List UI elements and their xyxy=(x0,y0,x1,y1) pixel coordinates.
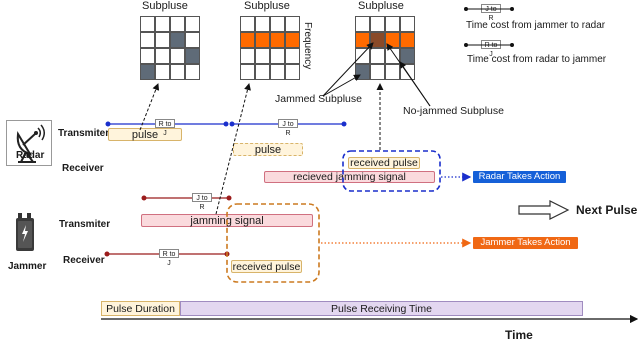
arrow-nojam-b xyxy=(399,61,431,107)
radar-received-jamming-box: recieved jamming signal xyxy=(264,171,435,183)
grid-1-cell xyxy=(140,48,155,64)
legend-j-to-r-desc: Time cost from jammer to radar xyxy=(466,20,606,31)
grid-1-svg xyxy=(140,16,200,80)
grid-1-cell xyxy=(140,64,155,80)
radar-highlight-box xyxy=(342,150,441,192)
arrow-jammed-a xyxy=(322,42,374,97)
grid-1-cell xyxy=(155,32,170,48)
grid-2-cell xyxy=(285,16,300,32)
radar-icon xyxy=(6,120,52,166)
grid-1-cell xyxy=(155,48,170,64)
next-pulse-label: Next Pulse xyxy=(576,203,638,217)
grid-2-svg xyxy=(240,16,300,80)
grid-1-cell xyxy=(155,64,170,80)
radar-takes-action-box[interactable]: Radar Takes Action xyxy=(473,171,566,183)
jammer-transmitter-label: Transmiter xyxy=(59,219,111,230)
radar-pulse-echo-box: pulse xyxy=(233,143,303,156)
grid-3-cell xyxy=(370,16,385,32)
grid-1 xyxy=(140,16,200,80)
jammer-j-to-r-tag: J to R xyxy=(192,193,212,211)
grid-1-cell xyxy=(140,16,155,32)
jammer-highlight-box xyxy=(226,203,320,283)
grid-3-cell xyxy=(355,16,370,32)
legend-lines xyxy=(464,7,514,47)
grid-2-cell xyxy=(255,16,270,32)
grid-2-cell xyxy=(240,16,255,32)
time-axis-label: Time xyxy=(505,328,533,342)
radar-receiver-label: Receiver xyxy=(62,163,104,174)
no-jammed-subpulse-label: No-jammed Subpluse xyxy=(403,105,504,117)
grid-1-cell xyxy=(155,16,170,32)
grid-2 xyxy=(240,16,300,80)
legend-r-to-j-desc: Time cost from radar to jammer xyxy=(467,54,607,65)
grid-2-cell xyxy=(270,48,285,64)
grid-1-cell xyxy=(170,32,185,48)
pulse-duration-bar: Pulse Duration xyxy=(101,301,180,316)
grid-1-cell xyxy=(170,64,185,80)
grid-3-cell xyxy=(370,64,385,80)
grid-2-cell xyxy=(240,32,255,48)
grid-3 xyxy=(355,16,415,80)
radar-transmitter-label: Transmiter xyxy=(58,128,110,139)
jammer-r-to-j-tag: R to J xyxy=(159,249,179,267)
grid-2-cell xyxy=(255,32,270,48)
radar-tx-line xyxy=(105,121,347,127)
grid-3-subpulse-label: Subpluse xyxy=(358,0,404,12)
grid-3-cell xyxy=(370,32,385,48)
grid-3-cell xyxy=(400,48,415,64)
jammer-takes-action-box[interactable]: Jammer Takes Action xyxy=(473,237,578,249)
arrow-pulse-to-grid1 xyxy=(139,83,160,131)
radar-r-to-j-tag: R to J xyxy=(155,119,175,137)
grid-3-cell xyxy=(385,16,400,32)
jammer-icon xyxy=(14,213,36,253)
radar-label: Radar xyxy=(16,150,45,161)
grid-3-cell xyxy=(385,64,400,80)
grid-1-cell xyxy=(185,16,200,32)
grid-2-cell xyxy=(285,48,300,64)
next-pulse-arrow-icon xyxy=(518,200,570,220)
grid-2-cell xyxy=(255,64,270,80)
grid-3-cell xyxy=(400,32,415,48)
grid-2-cell xyxy=(285,64,300,80)
grid-2-subpulse-label: Subpluse xyxy=(244,0,290,12)
grid-2-cell xyxy=(240,64,255,80)
jammer-device-icon xyxy=(16,213,34,251)
radar-pulse-box: pulse xyxy=(108,128,182,141)
pulse-receiving-time-bar: Pulse Receiving Time xyxy=(180,301,583,316)
jammer-tx-line xyxy=(141,195,232,201)
arrow-jammed-b xyxy=(322,74,361,97)
arrow-jam-to-grid2 xyxy=(215,83,251,215)
grid-1-cell xyxy=(185,48,200,64)
grid-2-cell xyxy=(270,16,285,32)
grid-2-cell xyxy=(270,64,285,80)
grid-1-cell xyxy=(170,48,185,64)
grid-3-svg xyxy=(355,16,415,80)
jammed-subpulse-label: Jammed Subpluse xyxy=(275,93,362,105)
grid-1-cell xyxy=(170,16,185,32)
grid-1-subpulse-label: Subpluse xyxy=(142,0,188,12)
grid-1-cell xyxy=(140,32,155,48)
grid-3-cell xyxy=(370,48,385,64)
grid-1-cell xyxy=(185,64,200,80)
grid-2-cell xyxy=(285,32,300,48)
grid-1-cell xyxy=(185,32,200,48)
jammer-receiver-label: Receiver xyxy=(63,255,105,266)
grid-3-cell xyxy=(400,16,415,32)
grid-2-cell xyxy=(240,48,255,64)
radar-dish-icon xyxy=(6,120,52,166)
radar-received-pulse-box: received pulse xyxy=(348,157,420,169)
grid-3-cell xyxy=(355,32,370,48)
grid-2-cell xyxy=(255,48,270,64)
radar-j-to-r-tag: J to R xyxy=(278,119,298,137)
grid-2-cell xyxy=(270,32,285,48)
grid-3-cell xyxy=(355,48,370,64)
jammer-received-pulse-box: received pulse xyxy=(231,260,302,273)
jammer-label: Jammer xyxy=(8,261,47,272)
